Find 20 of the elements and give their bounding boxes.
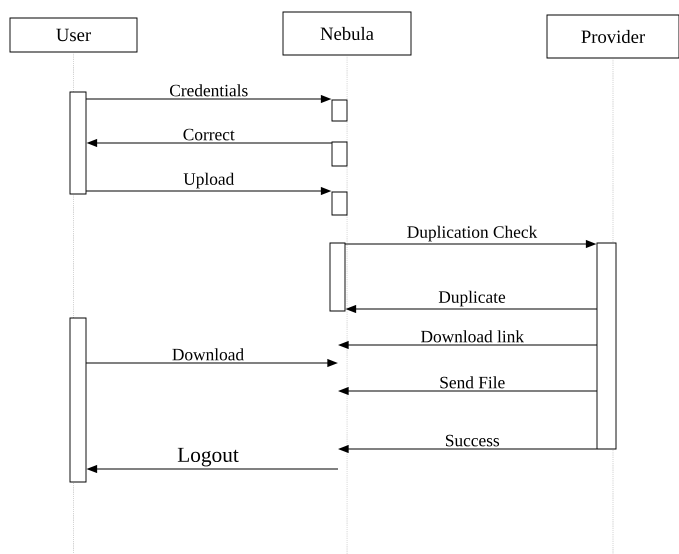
message-label: Credentials xyxy=(170,84,248,96)
message-label: Duplication Check xyxy=(407,226,538,242)
activation-bar xyxy=(332,142,348,166)
activation-bar xyxy=(332,100,348,122)
activation-bar xyxy=(70,92,86,194)
message-label: Upload xyxy=(184,172,234,188)
activation-bar xyxy=(596,242,616,450)
message-label: Send File xyxy=(440,376,505,388)
message-label: Logout xyxy=(178,448,239,466)
participant-box: User xyxy=(10,18,138,52)
activation-bar xyxy=(332,192,348,216)
activation-bar xyxy=(330,242,346,312)
message-label: Correct xyxy=(183,128,235,140)
message-label: Success xyxy=(446,434,500,446)
activation-bar xyxy=(70,318,86,482)
message-label: Duplicate xyxy=(438,290,506,306)
participant-box: Provider xyxy=(546,14,679,58)
message-label: Download xyxy=(172,348,244,360)
message-label: Download link xyxy=(421,330,524,342)
participant-box: Nebula xyxy=(282,12,412,56)
